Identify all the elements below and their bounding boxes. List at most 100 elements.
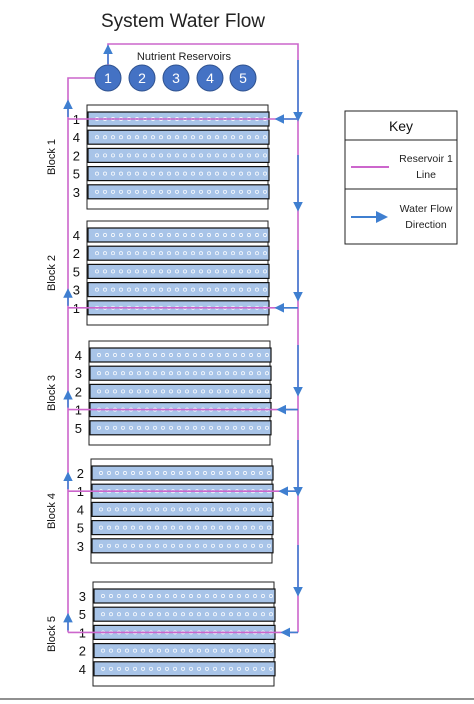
plant-hole: [177, 371, 181, 376]
plant-hole: [217, 389, 221, 394]
plant-hole: [265, 389, 269, 394]
plant-hole: [181, 666, 185, 671]
plant-hole: [121, 389, 125, 394]
plant-hole: [191, 171, 195, 176]
plant-hole: [137, 425, 141, 430]
plant-hole: [187, 525, 191, 530]
plant-hole: [149, 666, 153, 671]
plant-hole: [263, 233, 267, 237]
plant-hole: [147, 507, 151, 512]
plant-hole: [199, 287, 203, 292]
plant-hole: [169, 353, 173, 357]
plant-hole: [127, 135, 131, 140]
plant-hole: [191, 189, 195, 194]
plant-hole: [241, 353, 245, 357]
plant-hole: [167, 269, 171, 274]
plant-hole: [217, 371, 221, 376]
plant-hole: [149, 594, 153, 598]
key-flow-direction-label-1: Water Flow: [400, 203, 453, 215]
plant-hole: [131, 507, 135, 512]
plant-hole: [103, 135, 107, 140]
plant-hole: [251, 543, 255, 548]
plant-hole: [175, 171, 179, 176]
block-2-label: Block 2: [46, 255, 58, 291]
plant-hole: [221, 648, 225, 653]
plant-hole: [101, 612, 105, 617]
plant-hole: [179, 525, 183, 530]
plant-hole: [95, 251, 99, 256]
plant-hole: [135, 287, 139, 292]
plant-hole: [261, 648, 265, 653]
plant-hole: [167, 189, 171, 194]
plant-hole: [231, 233, 235, 237]
plant-hole: [199, 233, 203, 237]
plant-hole: [113, 353, 117, 357]
plant-hole: [201, 389, 205, 394]
plant-hole: [167, 287, 171, 292]
block-1-row-number: 4: [73, 130, 80, 145]
plant-hole: [97, 353, 101, 357]
plant-hole: [115, 507, 119, 512]
plant-hole: [95, 153, 99, 158]
plant-hole: [151, 269, 155, 274]
plant-hole: [165, 594, 169, 598]
plant-hole: [201, 425, 205, 430]
plant-hole: [191, 251, 195, 256]
plant-hole: [231, 189, 235, 194]
plant-hole: [255, 233, 259, 237]
plant-hole: [145, 353, 149, 357]
plant-hole: [203, 507, 207, 512]
plant-hole: [151, 189, 155, 194]
plant-hole: [219, 525, 223, 530]
plant-hole: [267, 507, 271, 512]
plant-hole: [251, 507, 255, 512]
plant-hole: [219, 507, 223, 512]
plant-hole: [151, 287, 155, 292]
plant-hole: [233, 425, 237, 430]
plant-hole: [153, 425, 157, 430]
plant-hole: [157, 666, 161, 671]
plant-hole: [229, 612, 233, 617]
plant-hole: [103, 251, 107, 256]
plant-hole: [231, 135, 235, 140]
plant-hole: [241, 425, 245, 430]
plant-hole: [249, 353, 253, 357]
plant-hole: [191, 233, 195, 237]
plant-hole: [247, 233, 251, 237]
plant-hole: [191, 269, 195, 274]
plant-hole: [219, 543, 223, 548]
plant-hole: [105, 425, 109, 430]
plant-hole: [215, 171, 219, 176]
plant-hole: [221, 666, 225, 671]
plant-hole: [175, 135, 179, 140]
plant-hole: [165, 612, 169, 617]
plant-hole: [239, 153, 243, 158]
plant-hole: [209, 371, 213, 376]
plant-hole: [181, 648, 185, 653]
plant-hole: [117, 594, 121, 598]
plant-hole: [121, 425, 125, 430]
block-4-row-number: 2: [77, 466, 84, 481]
plant-hole: [223, 189, 227, 194]
plant-hole: [137, 389, 141, 394]
plant-hole: [131, 471, 135, 475]
plant-hole: [205, 648, 209, 653]
plant-hole: [203, 471, 207, 475]
plant-hole: [95, 135, 99, 140]
plant-hole: [239, 233, 243, 237]
plant-hole: [227, 543, 231, 548]
reservoir-4-circle: [196, 64, 224, 92]
block-4-row-number: 3: [77, 539, 84, 554]
block-3: 43215Block 3: [46, 340, 272, 446]
plant-hole: [247, 135, 251, 140]
plant-hole: [175, 233, 179, 237]
plant-hole: [243, 507, 247, 512]
plant-hole: [207, 153, 211, 158]
plant-hole: [197, 666, 201, 671]
plant-hole: [145, 371, 149, 376]
plant-hole: [263, 135, 267, 140]
plant-hole: [207, 287, 211, 292]
plant-hole: [245, 666, 249, 671]
